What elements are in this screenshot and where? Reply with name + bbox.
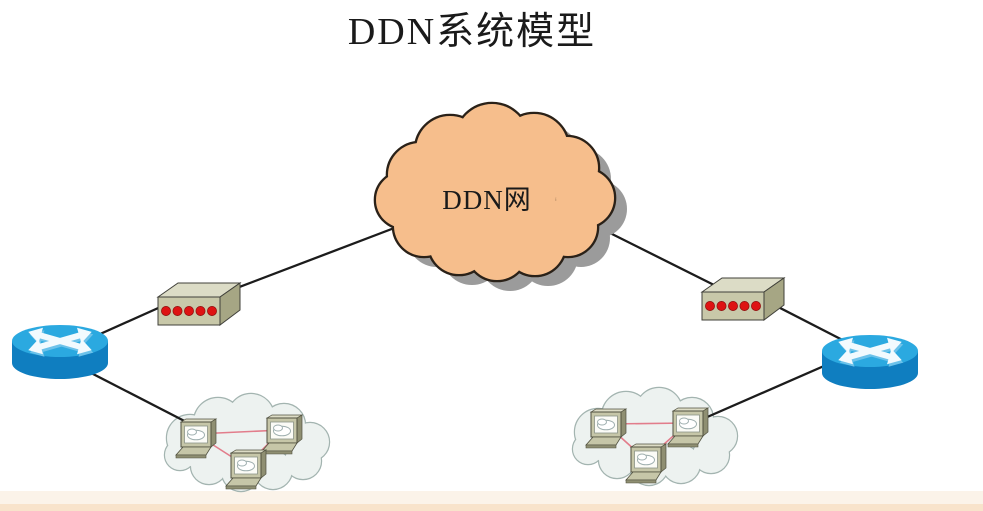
modem-left-icon <box>157 282 241 326</box>
router-left-icon <box>12 324 108 379</box>
wan-cloud-label: DDN网 <box>442 185 532 215</box>
router-right-icon <box>822 334 918 389</box>
footer-band-edge <box>0 504 983 511</box>
modem-right-icon <box>701 277 785 321</box>
wan-cloud-icon: DDN网 <box>376 104 627 291</box>
page-title: DDN系统模型 <box>348 11 596 53</box>
